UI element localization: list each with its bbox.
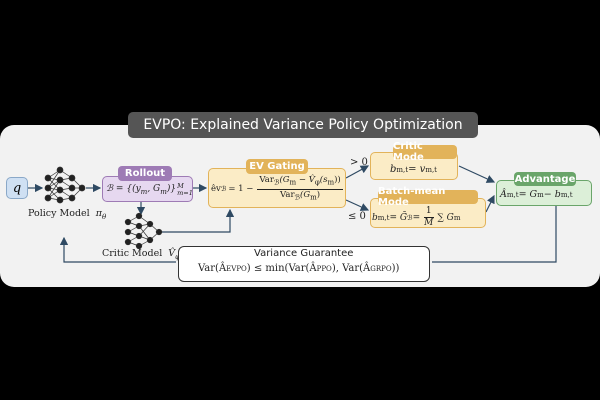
- batch-mode-sub-b: ℬ: [407, 213, 413, 222]
- arrow-critic-to-ev: [162, 208, 235, 233]
- condition-positive: > 0: [350, 157, 368, 168]
- ev-lhs-sub: ℬ: [220, 185, 227, 194]
- batch-frac-num: 1: [423, 206, 434, 218]
- batch-mode-tag: Batch-mean Mode: [378, 186, 478, 208]
- advantage-sub-1: m,t: [506, 190, 519, 199]
- arrow-advantage-feedback: [432, 206, 557, 263]
- variance-guarantee-label: Variance Guarantee: [254, 248, 354, 259]
- arrow-ev-to-batch-mode: [345, 199, 370, 211]
- ev-fraction: Varℬ(Gm − V̂φ(sm)) Varℬ(Gm): [257, 175, 343, 204]
- rollout-formula-c: )}: [166, 184, 177, 195]
- policy-symbol: π: [95, 208, 102, 219]
- critic-mode-tag: Critic Mode: [393, 141, 457, 163]
- critic-model-label: Critic Model: [102, 248, 163, 259]
- ev-den-a: Var: [280, 189, 295, 200]
- policy-symbol-sub: θ: [102, 212, 107, 221]
- ev-den-sub-b: ℬ: [294, 193, 301, 202]
- ev-num-c: − V̂: [296, 175, 315, 185]
- vg-part-1: Var(Â: [198, 263, 227, 274]
- ev-den-c: ): [316, 189, 321, 200]
- rollout-formula-a: ℬ = {(y: [106, 184, 141, 195]
- rollout-sub-2: m: [160, 187, 167, 196]
- ev-num-d: (s: [319, 175, 328, 185]
- policy-model-caption: Policy Model πθ: [28, 208, 106, 221]
- vg-part-4: )): [391, 263, 400, 274]
- critic-mode-sub-1: m,t: [396, 165, 409, 174]
- ev-num-a: Var: [259, 175, 274, 185]
- critic-mode-sub-2: m,t: [425, 165, 437, 174]
- critic-symbol: V̂: [168, 248, 176, 259]
- advantage-g: = G: [518, 189, 538, 200]
- ev-lhs: êv: [211, 184, 221, 195]
- arrow-ev-to-critic-mode: [345, 165, 370, 179]
- rollout-sub-m1: m=1: [177, 189, 193, 197]
- q-label: q: [12, 180, 22, 196]
- policy-model-label: Policy Model: [28, 208, 90, 219]
- critic-symbol-sub: φ: [175, 253, 180, 261]
- rollout-formula: ℬ = {(ym, Gm)} M m=1: [106, 183, 193, 197]
- arrow-batch-mode-to-advantage: [485, 194, 495, 213]
- batch-frac-den: M: [422, 218, 435, 229]
- variance-guarantee-box: [178, 246, 430, 282]
- ev-num-e: )): [334, 175, 341, 185]
- critic-mode-v: = v: [408, 164, 426, 175]
- ev-eq: = 1 −: [228, 184, 254, 195]
- batch-sum: ∑ G: [437, 212, 454, 223]
- policy-network-icon: [44, 166, 86, 204]
- ev-numerator: Varℬ(Gm − V̂φ(sm)): [257, 175, 343, 190]
- batch-mode-sub-1: m,t: [377, 213, 390, 222]
- advantage-b: − b: [543, 189, 561, 200]
- arrow-feedback-to-policy: [59, 236, 176, 263]
- vg-part-2: ) ≤ min(Var(Â: [246, 263, 317, 274]
- batch-mode-eq: =: [412, 212, 421, 223]
- advantage-sub-2: m: [537, 190, 544, 199]
- condition-nonpositive: ≤ 0: [348, 211, 366, 222]
- arrow-critic-mode-to-advantage: [458, 165, 496, 183]
- ev-gating-tag: EV Gating: [246, 159, 308, 174]
- advantage-a: Â: [500, 189, 507, 200]
- batch-frac-den-text: M: [424, 218, 434, 228]
- vg-sup-evpo: EVPO: [226, 264, 247, 273]
- critic-model-caption: Critic Model V̂φ: [102, 248, 180, 261]
- vg-part-3: ), Var(Â: [331, 263, 371, 274]
- batch-mode-gbar: = Ḡ: [389, 212, 408, 223]
- ev-num-sub-m2: m: [327, 178, 335, 187]
- ev-den-b: (G: [300, 189, 311, 200]
- ev-num-sub-b: ℬ: [273, 178, 280, 187]
- rollout-tag: Rollout: [118, 166, 172, 181]
- ev-num-sub-phi: φ: [314, 178, 320, 187]
- vg-sup-grpo: GRPO: [370, 264, 392, 273]
- critic-network-icon: [124, 212, 163, 250]
- ev-num-b: (G: [279, 175, 290, 185]
- vg-sup-ppo: PPO: [316, 264, 332, 273]
- ev-denominator: Varℬ(Gm): [278, 190, 322, 204]
- batch-mode-b: b: [372, 212, 378, 223]
- rollout-formula-b: , G: [147, 184, 161, 195]
- diagram-title: EVPO: Explained Variance Policy Optimiza…: [128, 112, 478, 138]
- ev-den-sub-m: m: [310, 193, 317, 202]
- rollout-sup-M: M: [177, 182, 184, 190]
- critic-mode-b: b: [390, 164, 397, 175]
- q-input-box: q: [6, 177, 28, 199]
- advantage-tag: Advantage: [514, 172, 576, 186]
- batch-sum-sub: m: [453, 213, 461, 222]
- advantage-sub-3: m,t: [560, 190, 573, 199]
- ev-num-sub-m: m: [289, 178, 297, 187]
- rollout-sub-1: m: [140, 187, 148, 196]
